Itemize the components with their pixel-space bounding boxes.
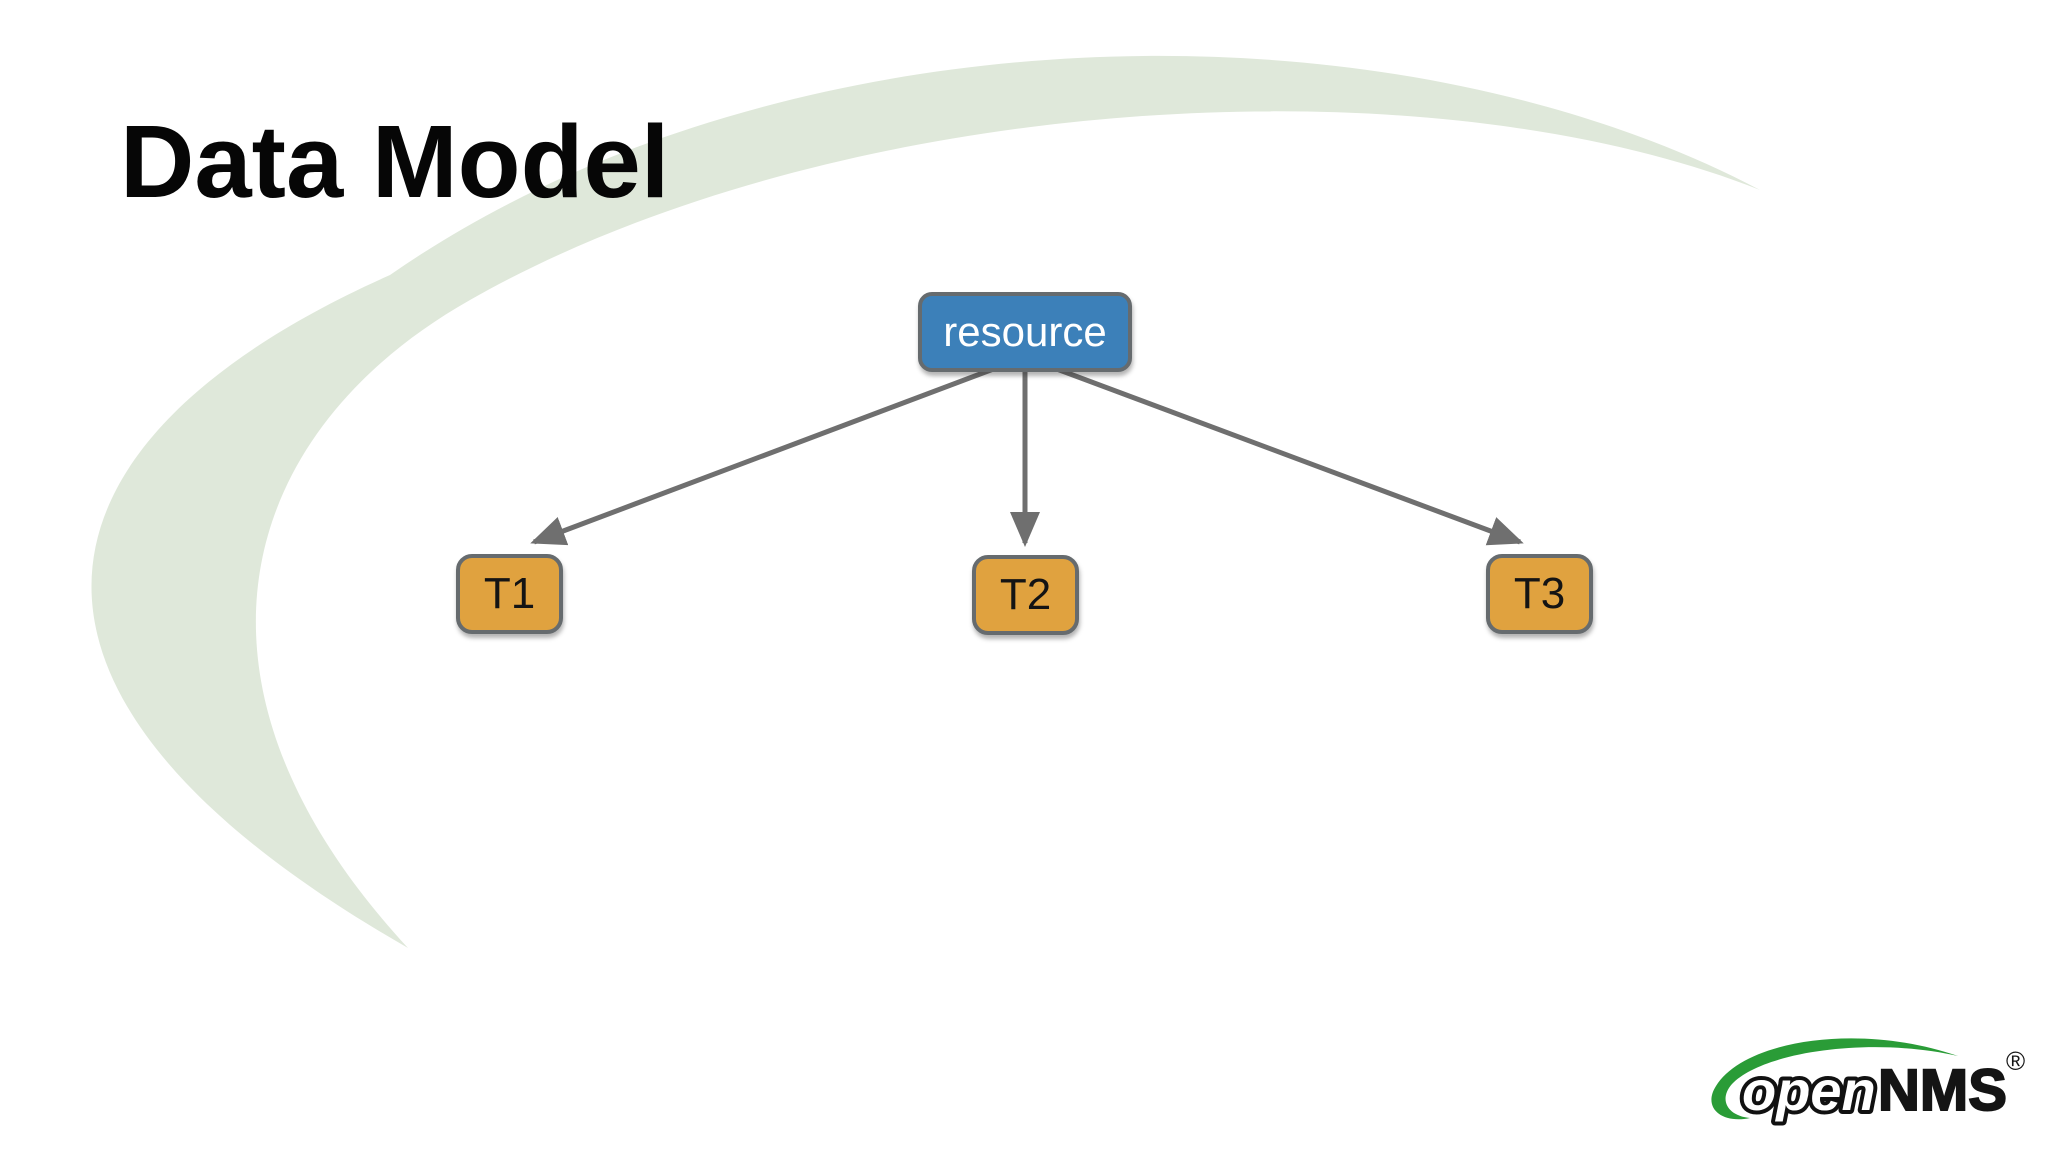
opennms-logo-open-text: open <box>1742 1059 1876 1122</box>
opennms-logo-registered-mark: ® <box>2006 1046 2025 1076</box>
background-swoosh <box>91 55 1761 948</box>
diagram-node-resource-label: resource <box>943 308 1107 355</box>
slide-title: Data Model <box>120 104 670 219</box>
opennms-logo: open NMS ® <box>1700 1036 2030 1136</box>
diagram-node-resource: resource <box>918 292 1132 372</box>
diagram-node-t3-label: T3 <box>1513 569 1566 618</box>
opennms-logo-nms-text: NMS <box>1878 1058 2007 1123</box>
diagram-node-t2-label: T2 <box>999 570 1052 619</box>
opennms-swoosh-icon <box>1711 1038 1958 1120</box>
diagram-node-t3: T3 <box>1486 554 1593 634</box>
edge-resource-t3 <box>1037 359 1524 546</box>
diagram-node-t1-label: T1 <box>483 569 536 618</box>
edge-resource-t1 <box>530 359 1013 546</box>
diagram-node-t2: T2 <box>972 555 1079 635</box>
diagram-node-t1: T1 <box>456 554 563 634</box>
